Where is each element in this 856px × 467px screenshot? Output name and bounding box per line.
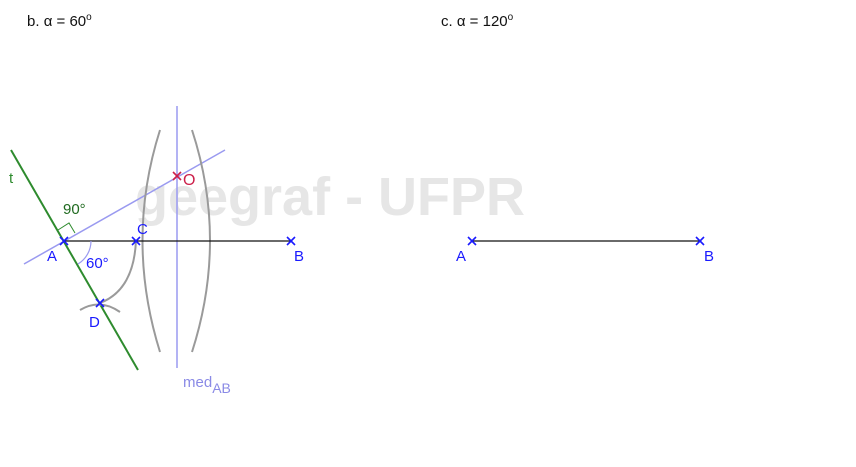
heading-b-prefix: b. bbox=[27, 13, 44, 30]
label-a: A bbox=[47, 248, 57, 265]
crossing-arc-d bbox=[79, 303, 121, 313]
label-d: D bbox=[89, 314, 100, 331]
label-a-part-c: A bbox=[456, 248, 466, 265]
point-b-marker-part-c bbox=[695, 236, 705, 246]
heading-part-c: c. α = 120o bbox=[441, 12, 513, 30]
degree-mark: o bbox=[507, 12, 514, 23]
heading-c-value: = 120 bbox=[465, 13, 508, 30]
point-d-marker bbox=[95, 298, 105, 308]
line-ao bbox=[23, 149, 226, 265]
point-a-marker-part-c bbox=[467, 236, 477, 246]
degree-mark: o bbox=[86, 12, 92, 23]
label-med: medAB bbox=[183, 374, 231, 396]
watermark: geegraf - UFPR bbox=[135, 167, 525, 227]
label-b: B bbox=[294, 248, 304, 265]
tangent-line bbox=[10, 149, 139, 371]
heading-c-prefix: c. bbox=[441, 13, 457, 30]
heading-b-value: = 60 bbox=[52, 13, 87, 30]
label-med-main: med bbox=[183, 374, 212, 391]
compass-arc bbox=[99, 239, 137, 304]
point-a-marker bbox=[59, 236, 69, 246]
point-b-marker bbox=[286, 236, 296, 246]
label-med-subscript: AB bbox=[212, 380, 231, 396]
label-o: O bbox=[183, 172, 195, 189]
angle-60-arc bbox=[77, 240, 92, 265]
label-angle-90: 90° bbox=[63, 201, 86, 218]
label-c: C bbox=[137, 221, 148, 238]
heading-part-b: b. α = 60o bbox=[27, 12, 92, 30]
label-t: t bbox=[9, 170, 14, 187]
label-angle-60: 60° bbox=[86, 255, 109, 272]
right-angle-box bbox=[57, 222, 76, 234]
label-b-part-c: B bbox=[704, 248, 714, 265]
point-c-marker bbox=[131, 236, 141, 246]
alpha-symbol: α bbox=[456, 13, 466, 30]
point-o-marker bbox=[172, 171, 182, 181]
alpha-symbol: α bbox=[43, 13, 53, 30]
